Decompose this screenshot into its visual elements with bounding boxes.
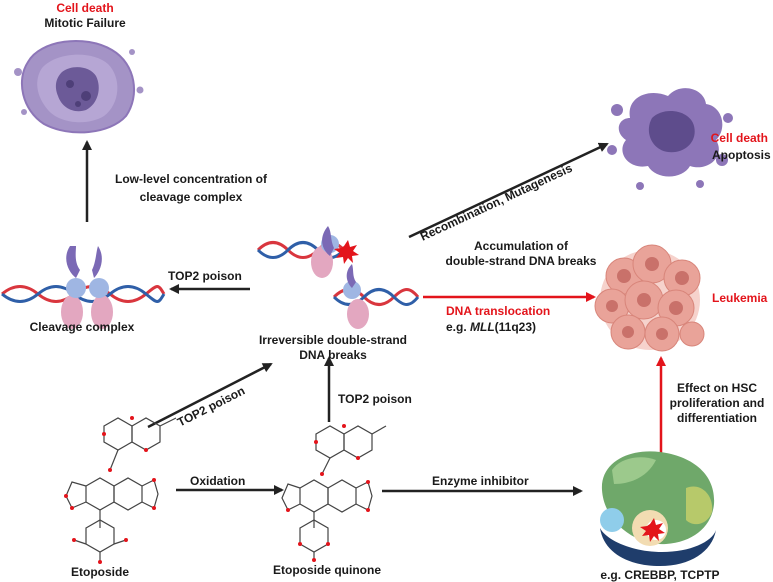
etoposide-oxygen-marks — [64, 416, 156, 564]
arrow-breaks-to-apoptosis — [408, 142, 609, 239]
top2-poison-label-vertical: TOP2 poison — [338, 392, 412, 406]
apoptosis-cell-icon — [607, 88, 733, 190]
low-level-concentration-label-line1: Low-level concentration of — [114, 172, 267, 186]
mll-suffix: (11q23) — [494, 320, 537, 334]
cleavage-complex-label: Cleavage complex — [29, 320, 135, 334]
mitotic-failure-label: Mitotic Failure — [44, 16, 126, 30]
effect-hsc-label-line1: Effect on HSC — [676, 381, 757, 395]
crebbp-tcptp-label: e.g. CREBBP, TCPTP — [600, 568, 720, 582]
dna-translocation-label: DNA translocation — [446, 304, 551, 318]
mitotic-cell-death-label: Cell death — [56, 1, 114, 15]
enzyme-inhibitor-label: Enzyme inhibitor — [432, 474, 529, 488]
cleavage-complex-icon — [1, 246, 166, 329]
etoposide-label: Etoposide — [70, 565, 129, 579]
leukemia-cells-icon — [594, 244, 705, 352]
irreversible-dsb-label-line2: DNA breaks — [299, 348, 367, 362]
etoposide-quinone-molecule-icon — [281, 425, 387, 560]
dna-breaks-icon — [256, 226, 420, 329]
mitotic-failure-cell-icon — [14, 39, 144, 134]
apoptosis-label: Apoptosis — [712, 148, 771, 162]
irreversible-dsb-label-line1: Irreversible double-strand — [258, 333, 408, 347]
leukemia-label: Leukemia — [712, 291, 768, 305]
oxidation-label: Oxidation — [190, 474, 246, 488]
mll-prefix: e.g. — [446, 320, 471, 334]
enzyme-protein-icon — [600, 451, 716, 566]
mll-label: e.g. MLL(11q23) — [446, 320, 536, 335]
effect-hsc-label-line3: differentiation — [677, 411, 757, 425]
arrow-etoposide-to-breaks — [147, 362, 273, 429]
etoposide-quinone-label: Etoposide quinone — [273, 563, 381, 577]
accumulation-label-line2: double-strand DNA breaks — [445, 254, 597, 268]
accumulation-label-line1: Accumulation of — [473, 239, 568, 253]
effect-hsc-label-line2: proliferation and — [669, 396, 765, 410]
quinone-oxygen-marks — [286, 424, 370, 562]
low-level-concentration-label-line2: cleavage complex — [139, 190, 243, 204]
top2-poison-label-left: TOP2 poison — [168, 269, 242, 283]
mll-gene: MLL — [470, 320, 495, 334]
etoposide-molecule-icon — [65, 417, 177, 562]
apoptosis-cell-death-text: Cell death — [710, 131, 768, 145]
